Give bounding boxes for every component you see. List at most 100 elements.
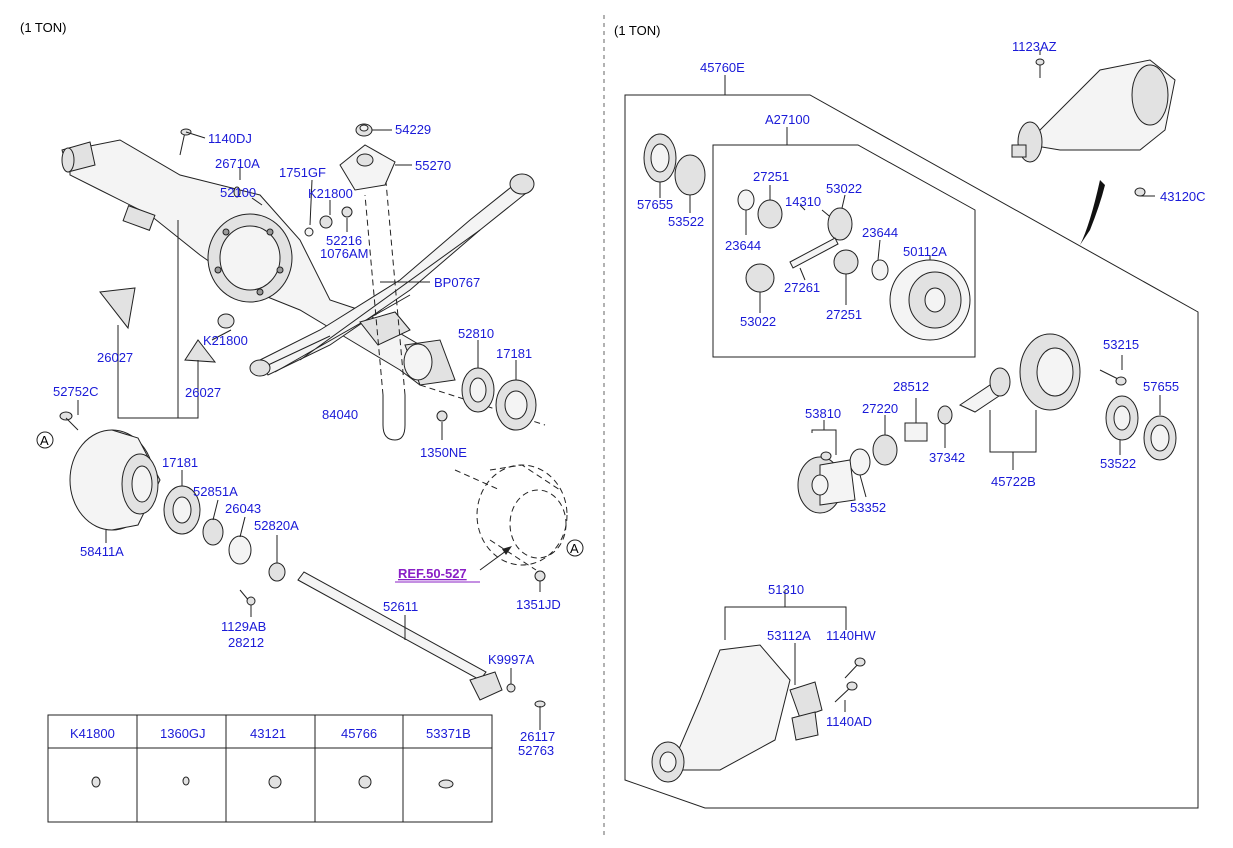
label-53522-right[interactable]: 53522 — [1100, 456, 1136, 471]
label-bp0767[interactable]: BP0767 — [434, 275, 480, 290]
label-53022-top[interactable]: 53022 — [826, 181, 862, 196]
label-23644-right[interactable]: 23644 — [862, 225, 898, 240]
label-17181-top[interactable]: 17181 — [496, 346, 532, 361]
table-part-1360gj-image — [182, 776, 190, 786]
right-header: (1 TON) — [614, 23, 660, 38]
label-37342[interactable]: 37342 — [929, 450, 965, 465]
label-k21800-bottom[interactable]: K21800 — [203, 333, 248, 348]
label-84040[interactable]: 84040 — [322, 407, 358, 422]
table-header-53371b[interactable]: 53371B — [426, 726, 471, 741]
left-part-labels: 1140DJ 54229 26710A 55270 1751GF 52100 K… — [53, 122, 561, 758]
label-26027-a[interactable]: 26027 — [97, 350, 133, 365]
label-17181-lower[interactable]: 17181 — [162, 455, 198, 470]
label-27261[interactable]: 27261 — [784, 280, 820, 295]
label-53352[interactable]: 53352 — [850, 500, 886, 515]
label-43120c[interactable]: 43120C — [1160, 189, 1206, 204]
label-28512[interactable]: 28512 — [893, 379, 929, 394]
label-53022-bottom[interactable]: 53022 — [740, 314, 776, 329]
label-53522-top[interactable]: 53522 — [668, 214, 704, 229]
right-part-labels: 1123AZ 45760E 43120C A27100 57655 53522 … — [637, 39, 1206, 729]
carrier-45760e-drawing — [1011, 58, 1176, 197]
pad-26027-a-drawing — [99, 287, 136, 330]
spacer-28512-drawing — [904, 422, 928, 442]
table-part-53371b-image — [438, 779, 454, 789]
label-27220[interactable]: 27220 — [862, 401, 898, 416]
label-52763[interactable]: 52763 — [518, 743, 554, 758]
label-52851a[interactable]: 52851A — [193, 484, 238, 499]
bearing-17181-lower-drawing — [163, 485, 201, 535]
label-26043[interactable]: 26043 — [225, 501, 261, 516]
frame-a27100 — [712, 144, 976, 358]
label-55270[interactable]: 55270 — [415, 158, 451, 173]
label-1351jd[interactable]: 1351JD — [516, 597, 561, 612]
flange-53810-drawing — [797, 451, 856, 514]
label-52611[interactable]: 52611 — [383, 599, 418, 614]
table-part-45766-image — [358, 775, 372, 789]
seal-52820a-drawing — [268, 562, 286, 582]
label-14310[interactable]: 14310 — [785, 194, 821, 209]
table-part-k41800-image — [91, 776, 101, 788]
table-header-1360gj[interactable]: 1360GJ — [160, 726, 206, 741]
label-27251-bottom[interactable]: 27251 — [826, 307, 862, 322]
label-52810[interactable]: 52810 — [458, 326, 494, 341]
label-53112a[interactable]: 53112A — [767, 628, 811, 643]
label-27251-top[interactable]: 27251 — [753, 169, 789, 184]
label-a27100[interactable]: A27100 — [765, 112, 810, 127]
label-1076am[interactable]: 1076AM — [320, 246, 368, 261]
label-45760e[interactable]: 45760E — [700, 60, 745, 75]
label-53810[interactable]: 53810 — [805, 406, 841, 421]
shim-37342-drawing — [937, 405, 953, 425]
label-51310[interactable]: 51310 — [768, 582, 804, 597]
small-parts-52216-drawing — [233, 186, 353, 237]
label-52100[interactable]: 52100 — [220, 185, 256, 200]
washer-52851a-drawing — [202, 518, 224, 546]
label-1140ad[interactable]: 1140AD — [826, 714, 872, 729]
nut-1350ne-drawing — [436, 410, 448, 422]
label-45722b[interactable]: 45722B — [991, 474, 1036, 489]
label-53215[interactable]: 53215 — [1103, 337, 1139, 352]
label-52752c[interactable]: 52752C — [53, 384, 99, 399]
label-26710a[interactable]: 26710A — [215, 156, 260, 171]
label-k9997a[interactable]: K9997A — [488, 652, 535, 667]
label-1123az[interactable]: 1123AZ — [1012, 39, 1057, 54]
nut-54229-drawing — [355, 123, 373, 137]
bolt-26117-drawing — [534, 700, 546, 722]
label-23644-left[interactable]: 23644 — [725, 238, 761, 253]
table-header-k41800[interactable]: K41800 — [70, 726, 115, 741]
ring-26043-drawing — [228, 535, 252, 565]
label-1751gf[interactable]: 1751GF — [279, 165, 326, 180]
pad-26027-b-drawing — [184, 339, 217, 363]
boot-55270-drawing — [339, 144, 396, 191]
bearing-17181-top-drawing — [495, 379, 537, 431]
label-k21800-top[interactable]: K21800 — [308, 186, 353, 201]
label-54229[interactable]: 54229 — [395, 122, 431, 137]
label-1350ne[interactable]: 1350NE — [420, 445, 467, 460]
label-57655-top[interactable]: 57655 — [637, 197, 673, 212]
label-58411a[interactable]: 58411A — [80, 544, 124, 559]
carrier-housing-51310-drawing — [651, 644, 866, 783]
label-57655-right[interactable]: 57655 — [1143, 379, 1179, 394]
axle-housing-drawing — [61, 139, 535, 386]
left-leader-lines — [77, 129, 541, 730]
bearing-27220-drawing — [872, 434, 898, 466]
axle-shaft-52611-drawing — [297, 571, 516, 701]
assembly-arrow — [1080, 180, 1105, 245]
backing-plate-ref-drawing — [476, 464, 568, 566]
label-26117[interactable]: 26117 — [520, 729, 555, 744]
ref-circle-a-left — [36, 431, 54, 449]
parts-table: K41800 1360GJ 43121 45766 53371B — [47, 714, 493, 823]
label-1140dj[interactable]: 1140DJ — [208, 131, 252, 146]
ref-link-50-527[interactable]: REF.50-527 — [398, 566, 467, 581]
label-50112a[interactable]: 50112A — [903, 244, 947, 259]
label-52216[interactable]: 52216 — [326, 233, 362, 248]
label-52820a[interactable]: 52820A — [254, 518, 299, 533]
table-header-43121[interactable]: 43121 — [250, 726, 286, 741]
label-26027-b[interactable]: 26027 — [185, 385, 221, 400]
label-28212[interactable]: 28212 — [228, 635, 264, 650]
bearing-52810-drawing — [461, 367, 495, 413]
label-1129ab[interactable]: 1129AB — [221, 619, 266, 634]
table-header-45766[interactable]: 45766 — [341, 726, 377, 741]
label-1140hw[interactable]: 1140HW — [826, 628, 876, 643]
right-leader-lines — [659, 50, 1161, 712]
